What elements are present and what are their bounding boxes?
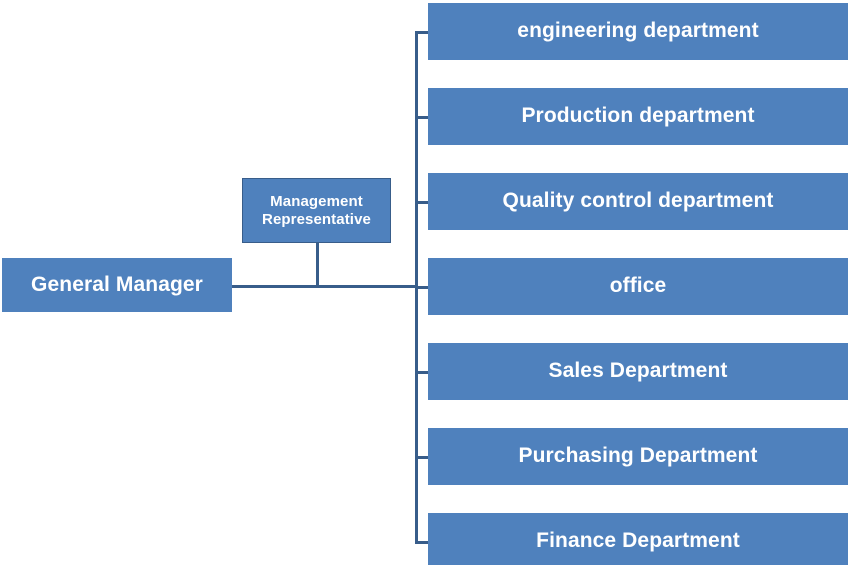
- connector-stub-office: [415, 286, 428, 289]
- connector-stub-quality-control-department: [415, 201, 428, 204]
- node-management-representative-label-line2: Representative: [262, 210, 371, 228]
- node-quality-control-department[interactable]: Quality control department: [428, 173, 848, 230]
- node-engineering-department-label: engineering department: [517, 19, 759, 43]
- connector-stub-finance-department: [415, 541, 428, 544]
- node-purchasing-department[interactable]: Purchasing Department: [428, 428, 848, 485]
- node-purchasing-department-label: Purchasing Department: [518, 444, 758, 468]
- node-office[interactable]: office: [428, 258, 848, 315]
- connector-stub-sales-department: [415, 371, 428, 374]
- node-management-representative[interactable]: Management Representative: [242, 178, 391, 243]
- node-finance-department-label: Finance Department: [536, 529, 740, 553]
- connector-stub-purchasing-department: [415, 456, 428, 459]
- node-office-label: office: [609, 274, 667, 298]
- node-sales-department[interactable]: Sales Department: [428, 343, 848, 400]
- node-production-department[interactable]: Production department: [428, 88, 848, 145]
- node-engineering-department[interactable]: engineering department: [428, 3, 848, 60]
- connector-stub-engineering-department: [415, 31, 428, 34]
- management-representative-drop-connector: [316, 243, 319, 288]
- connector-stub-production-department: [415, 116, 428, 119]
- node-general-manager-label: General Manager: [31, 272, 203, 296]
- node-general-manager[interactable]: General Manager: [2, 258, 232, 312]
- node-finance-department[interactable]: Finance Department: [428, 513, 848, 565]
- node-sales-department-label: Sales Department: [548, 359, 728, 383]
- general-manager-bus-connector: [232, 285, 418, 288]
- node-quality-control-department-label: Quality control department: [502, 189, 774, 213]
- node-production-department-label: Production department: [521, 104, 755, 128]
- node-management-representative-label-line1: Management: [270, 192, 363, 210]
